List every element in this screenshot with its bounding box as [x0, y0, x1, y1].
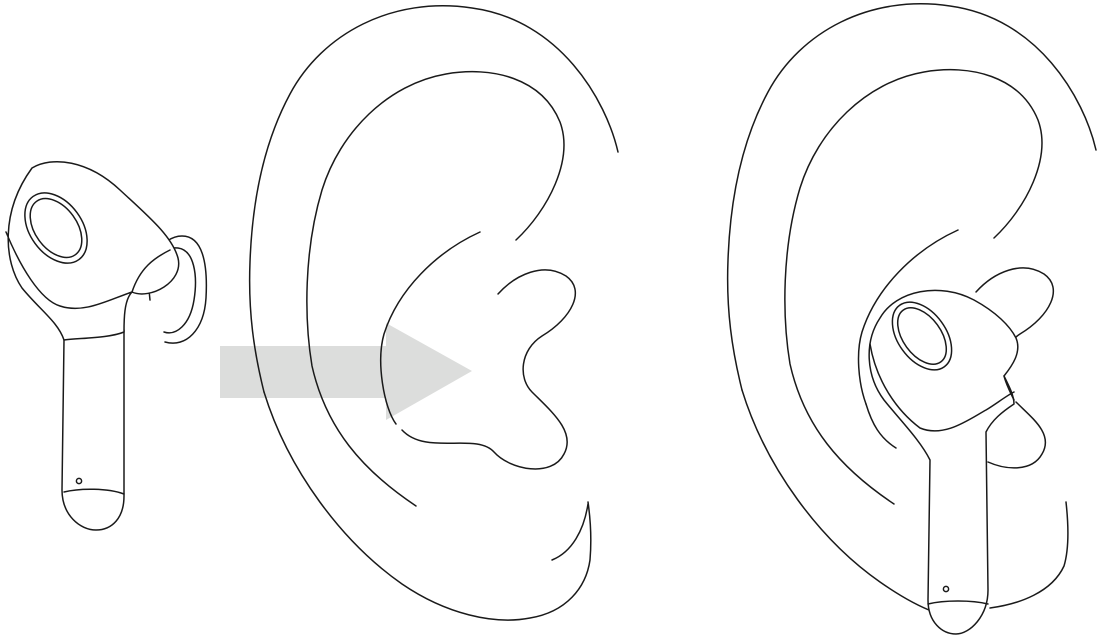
- earbud-in-ear-icon: [728, 4, 1096, 634]
- ear-icon: [250, 6, 618, 620]
- arrow-right-icon: [220, 323, 472, 420]
- earbud-icon: [6, 162, 206, 530]
